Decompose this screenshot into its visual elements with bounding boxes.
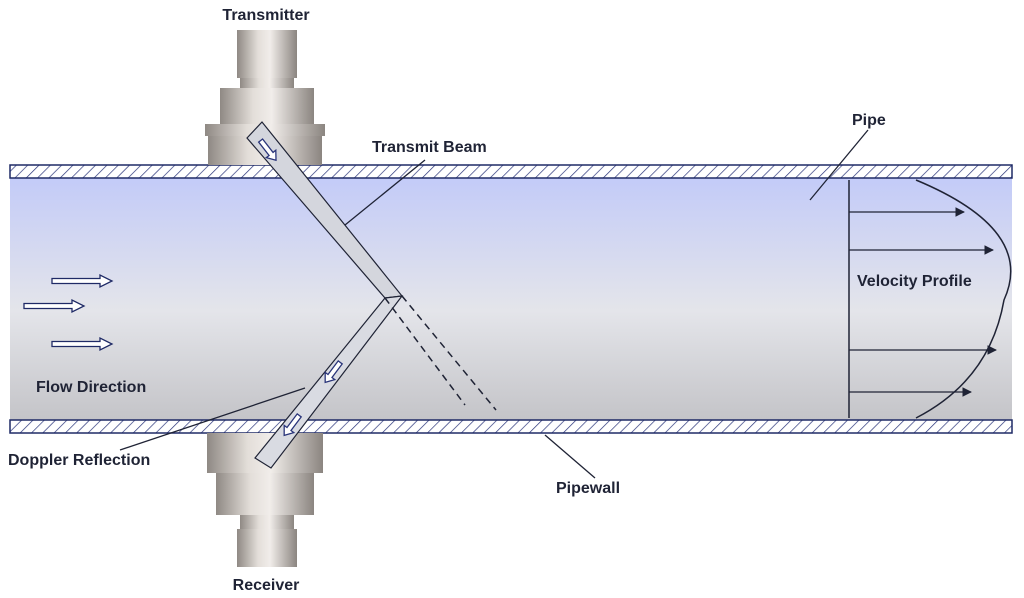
- beam-arrow-icon: [283, 413, 303, 437]
- leader-line-pipewall: [544, 434, 596, 479]
- leader-line-doppler: [119, 387, 306, 451]
- leader-line-pipe: [809, 129, 869, 201]
- label-transmit-beam: Transmit Beam: [372, 139, 487, 156]
- transmitter-sensor: [205, 30, 325, 165]
- flow-arrow-icon: [51, 336, 114, 352]
- flow-arrow-icon: [23, 298, 86, 314]
- flow-arrow-icon: [51, 273, 114, 289]
- label-receiver: Receiver: [233, 577, 300, 594]
- label-pipewall: Pipewall: [556, 480, 620, 497]
- pipe-wall-bottom: [9, 419, 1013, 434]
- fluid-region: [10, 178, 1012, 420]
- velocity-profile-curve: [915, 179, 1012, 419]
- beam-arrow-icon: [324, 360, 344, 384]
- label-transmitter: Transmitter: [222, 7, 309, 24]
- beam-continuation-dashed: [384, 297, 466, 406]
- label-doppler-reflection: Doppler Reflection: [8, 452, 150, 469]
- beam-arrow-icon: [257, 138, 277, 162]
- beam-continuation-dashed: [401, 295, 497, 411]
- pipe-wall-top: [9, 164, 1013, 179]
- label-flow-direction: Flow Direction: [36, 379, 146, 396]
- leader-line-transmit-beam: [344, 159, 426, 226]
- label-velocity-profile: Velocity Profile: [857, 273, 972, 290]
- label-pipe: Pipe: [852, 112, 886, 129]
